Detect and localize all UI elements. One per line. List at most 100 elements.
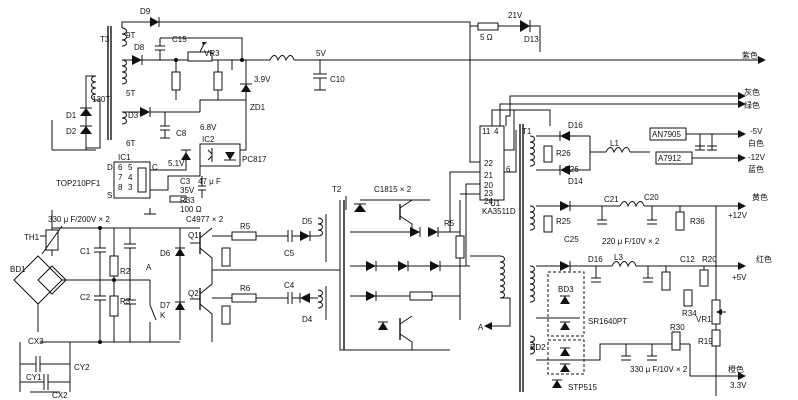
component-labels: D9 T3 9T D8 C15 VR3 5T D3 C8 6T 130T D1 … (10, 7, 772, 400)
label-c8: C8 (176, 129, 187, 138)
svg-text:8: 8 (118, 183, 123, 192)
label-5t: 5T (126, 89, 135, 98)
label-r5b: R5 (444, 219, 455, 228)
label-a2: A (478, 323, 484, 332)
label-d5: D5 (302, 217, 313, 226)
label-gray: 灰色 (744, 87, 760, 97)
label-an7905: AN7905 (652, 130, 681, 139)
label-purple: 紫色 (742, 50, 758, 60)
label-minus-12v: -12V (748, 153, 766, 162)
label-c12: C12 (680, 255, 695, 264)
label-d7: D7 (160, 301, 171, 310)
label-6t: 6T (126, 139, 135, 148)
label-yellow: 黄色 (752, 192, 768, 202)
label-sr1640pt: SR1640PT (588, 317, 627, 326)
label-cap330b: 330 μ F/10V × 2 (630, 365, 688, 374)
label-pc817: PC817 (242, 155, 267, 164)
label-u1: U1 (490, 199, 501, 208)
ka3511d-section (449, 52, 746, 266)
label-s-pin: S (107, 191, 112, 200)
label-ic2: IC2 (202, 135, 215, 144)
label-r33-value: 100 Ω (180, 205, 202, 214)
label-th1: TH1 (24, 233, 40, 242)
label-t1: T1 (522, 127, 532, 136)
label-r34: R34 (682, 309, 697, 318)
label-35v: 35V (180, 186, 195, 195)
label-white: 白色 (748, 138, 764, 148)
label-vr1: VR1 (696, 315, 712, 324)
label-d1: D1 (66, 111, 77, 120)
label-c21: C21 (604, 195, 619, 204)
label-plus-12v: +12V (728, 211, 748, 220)
label-21v: 21V (508, 11, 523, 20)
label-c20: C20 (644, 193, 659, 202)
label-d6: D6 (160, 249, 171, 258)
mains-input-section (13, 120, 200, 393)
label-l3: L3 (614, 253, 623, 262)
label-c5: C5 (284, 249, 295, 258)
label-d4: D4 (302, 315, 313, 324)
label-top210: TOP210PF1 (56, 179, 101, 188)
label-pin-24: 24 (484, 197, 493, 206)
label-cap330: 330 μ F/200V × 2 (48, 215, 110, 224)
label-red: 红色 (756, 254, 772, 264)
label-l1: L1 (610, 139, 619, 148)
label-cy2: CY2 (74, 363, 90, 372)
label-r2: R2 (120, 267, 131, 276)
svg-text:7: 7 (118, 173, 123, 182)
label-blue: 蓝色 (748, 164, 764, 174)
label-r33: R33 (180, 196, 195, 205)
label-plus-5v: +5V (732, 273, 747, 282)
label-a7912: A7912 (658, 154, 682, 163)
label-c15: C15 (172, 35, 187, 44)
label-c2: C2 (80, 293, 91, 302)
label-a: A (146, 263, 152, 272)
label-q1: Q1 (188, 231, 199, 240)
label-ka3511d: KA3511D (482, 207, 516, 216)
label-stp515: STP515 (568, 383, 597, 392)
label-t3: T3 (100, 35, 110, 44)
label-c4: C4 (284, 281, 295, 290)
label-r36: R36 (690, 217, 705, 226)
label-6-8v: 6.8V (200, 123, 217, 132)
label-zd1: ZD1 (250, 103, 266, 112)
label-c1815: C1815 × 2 (374, 185, 412, 194)
label-5-1v: 5.1V (168, 159, 185, 168)
label-d8: D8 (134, 43, 145, 52)
label-3-3v: 3.3V (730, 381, 747, 390)
svg-text:3: 3 (128, 183, 133, 192)
label-r25: R25 (556, 217, 571, 226)
output-section (519, 124, 746, 396)
label-c1: C1 (80, 247, 91, 256)
label-r6: R6 (240, 284, 251, 293)
label-bd3: BD3 (558, 285, 574, 294)
label-c10: C10 (330, 75, 345, 84)
label-pin-4: 4 (494, 127, 499, 136)
label-d16b: D16 (588, 255, 603, 264)
label-r3: R3 (120, 297, 131, 306)
label-orange: 橙色 (728, 364, 744, 374)
label-cx2: CX2 (52, 391, 68, 400)
label-3-9v: 3.9V (254, 75, 271, 84)
svg-text:6: 6 (118, 163, 123, 172)
label-d14: D14 (568, 177, 583, 186)
label-c26: C26 (564, 165, 579, 174)
label-t2: T2 (332, 185, 342, 194)
label-r20: R20 (702, 255, 717, 264)
svg-text:4: 4 (128, 173, 133, 182)
label-k: K (160, 311, 166, 320)
half-bridge-section (175, 214, 340, 342)
label-5v: 5V (316, 49, 326, 58)
label-d9: D9 (140, 7, 151, 16)
label-pin-22: 22 (484, 159, 493, 168)
label-9t: 9T (126, 31, 135, 40)
label-130t: 130T (92, 95, 110, 104)
label-c25: C25 (564, 235, 579, 244)
label-r30: R30 (670, 323, 685, 332)
label-ic1: IC1 (118, 153, 131, 162)
label-r26: R26 (556, 149, 571, 158)
label-pin-21: 21 (484, 171, 493, 180)
label-d-pin: D (107, 163, 113, 172)
